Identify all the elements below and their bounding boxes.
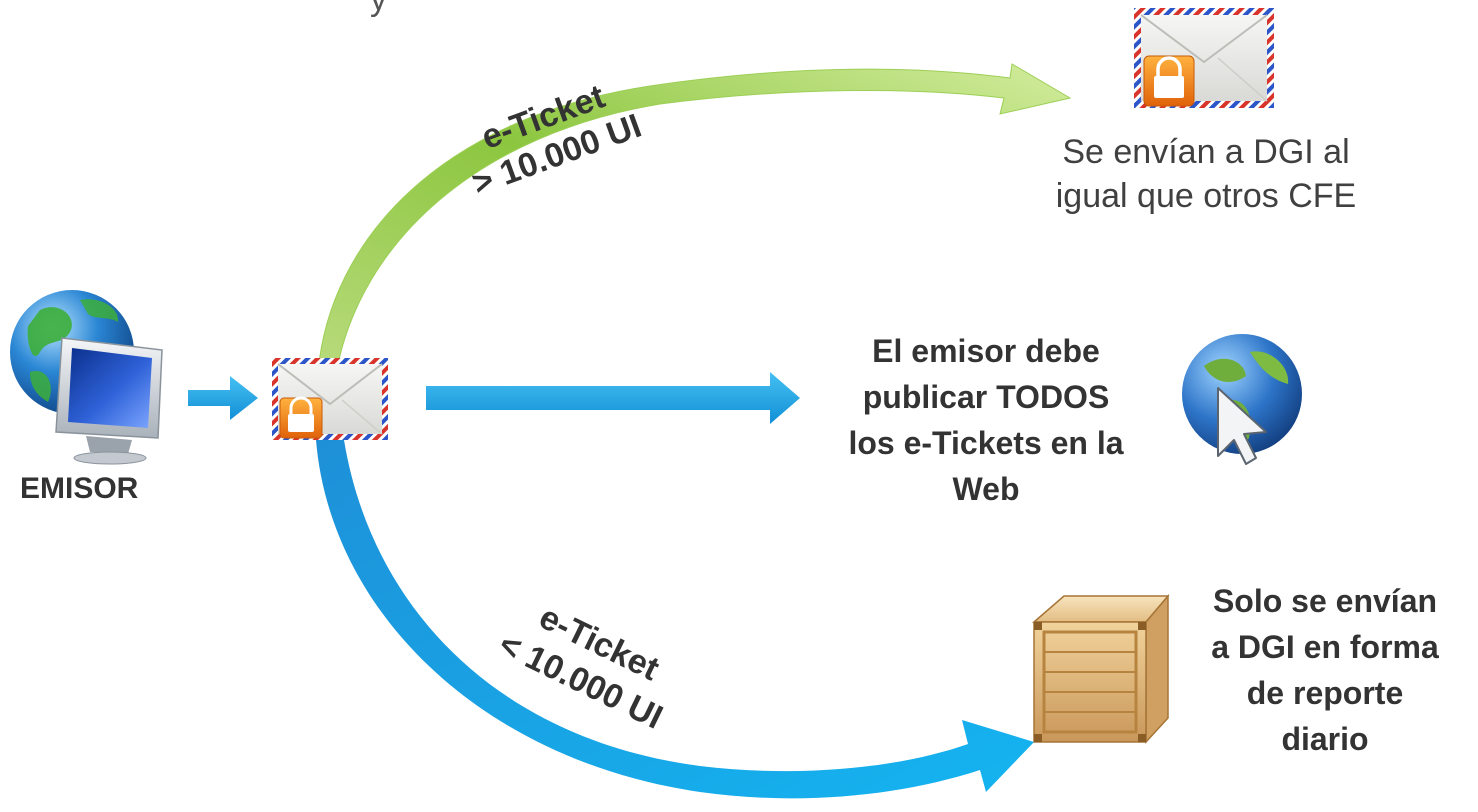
computer-globe-icon xyxy=(10,290,163,465)
middle-destination-line: El emisor debe xyxy=(872,333,1100,369)
upper-destination-line: igual que otros CFE xyxy=(1055,177,1357,215)
middle-destination-line: los e-Tickets en la xyxy=(848,425,1124,461)
lower-destination-line: diario xyxy=(1281,721,1369,757)
middle-destination-text: El emisor debe publicar TODOS los e-Tick… xyxy=(806,328,1166,512)
lower-branch-arrow xyxy=(316,440,1034,799)
top-fragment-text: y xyxy=(370,0,387,19)
upper-destination-text: Se envían a DGI al igual que otros CFE xyxy=(1036,130,1376,218)
globe-cursor-icon xyxy=(1182,334,1302,465)
wooden-crate-icon xyxy=(1031,593,1170,744)
lower-destination-line: a DGI en forma xyxy=(1211,629,1439,665)
emitter-to-envelope-arrow xyxy=(188,376,258,420)
middle-destination-line: publicar TODOS xyxy=(862,379,1110,415)
middle-branch-arrow xyxy=(426,372,800,424)
emisor-label: EMISOR xyxy=(20,472,139,505)
lower-destination-line: de reporte xyxy=(1246,675,1404,711)
middle-destination-line: Web xyxy=(952,471,1020,507)
lower-destination-line: Solo se envían xyxy=(1212,583,1438,619)
upper-destination-line: Se envían a DGI al xyxy=(1062,133,1350,171)
locked-envelope-icon xyxy=(1134,8,1274,108)
lower-destination-text: Solo se envían a DGI en forma de reporte… xyxy=(1176,578,1474,762)
locked-envelope-icon xyxy=(272,358,388,440)
upper-branch-arrow xyxy=(317,63,1072,375)
